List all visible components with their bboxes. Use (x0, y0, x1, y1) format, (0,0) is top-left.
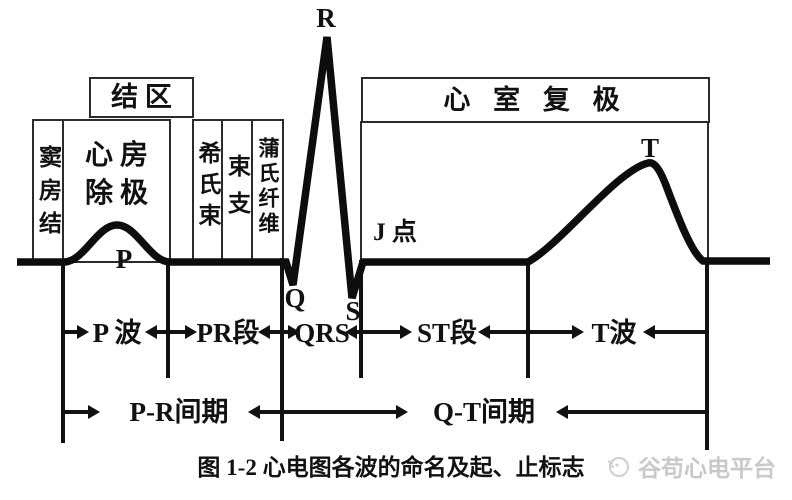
junction-zone-label: 结 区 (111, 81, 172, 112)
t-wave-right-arrow (655, 330, 706, 334)
t-wave-left-arrow (530, 330, 572, 334)
p-point-label: P (115, 243, 133, 274)
sinus-node-label: 窦房结 (35, 144, 61, 244)
t-point-label: T (640, 132, 659, 163)
st-segment-left-arrow (363, 330, 400, 334)
pr-segment-label: PR段 (196, 317, 260, 348)
watermark-text: 谷苟心电平台 (638, 456, 776, 481)
s-point-label: S (345, 295, 361, 326)
figure-caption: 图 1-2 心电图各波的命名及起、止标志 (197, 455, 585, 480)
p-end-marker-line (166, 260, 170, 378)
s-end-marker-line (359, 260, 363, 378)
pr-interval-label: P-R间期 (129, 396, 229, 427)
t-wave-label: T波 (591, 317, 637, 348)
pr-interval-left-arrow (64, 410, 88, 414)
qt-interval-label: Q-T间期 (432, 396, 535, 427)
q-point-label: Q (284, 282, 306, 313)
vrepol-left-edge-line (360, 121, 362, 262)
t-start-marker-line (526, 260, 530, 378)
watermark: 谷苟心电平台 (604, 449, 786, 483)
his-bundle-label: 希氏束 (195, 141, 220, 234)
p-wave-label: P 波 (92, 317, 142, 348)
qt-interval-right-arrow (568, 410, 706, 414)
qrs-left-arrow (284, 330, 288, 334)
q-start-marker-line (280, 258, 284, 441)
pr-interval-right-arrow (260, 410, 281, 414)
qrs-right-arrow (357, 330, 361, 334)
p-start-marker-line (61, 260, 65, 443)
vrepol-right-edge-line (707, 121, 709, 262)
r-point-label: R (316, 2, 336, 33)
p-wave-right-arrow (157, 330, 168, 334)
st-segment-right-arrow (490, 330, 527, 334)
qrs-label: QRS (294, 317, 350, 348)
atrial-depolarization-label-line1: 心 房 (84, 140, 148, 171)
p-wave-left-arrow (64, 330, 77, 334)
atrial-depolarization-label-line2: 除 极 (84, 178, 148, 209)
j-point-label: J 点 (373, 218, 417, 246)
pr-segment-left-arrow (170, 330, 185, 334)
pr-segment-right-arrow (270, 330, 281, 334)
ventricular-repolarization-label: 心 室 复 极 (443, 84, 628, 115)
bird-logo-icon (607, 457, 629, 477)
st-segment-label: ST段 (416, 317, 478, 348)
t-end-marker-line (705, 260, 709, 450)
purkinje-fibers-label: 蒲氏纤维 (256, 137, 280, 237)
bundle-branches-label: 束支 (224, 154, 250, 228)
qt-interval-left-arrow (284, 410, 396, 414)
